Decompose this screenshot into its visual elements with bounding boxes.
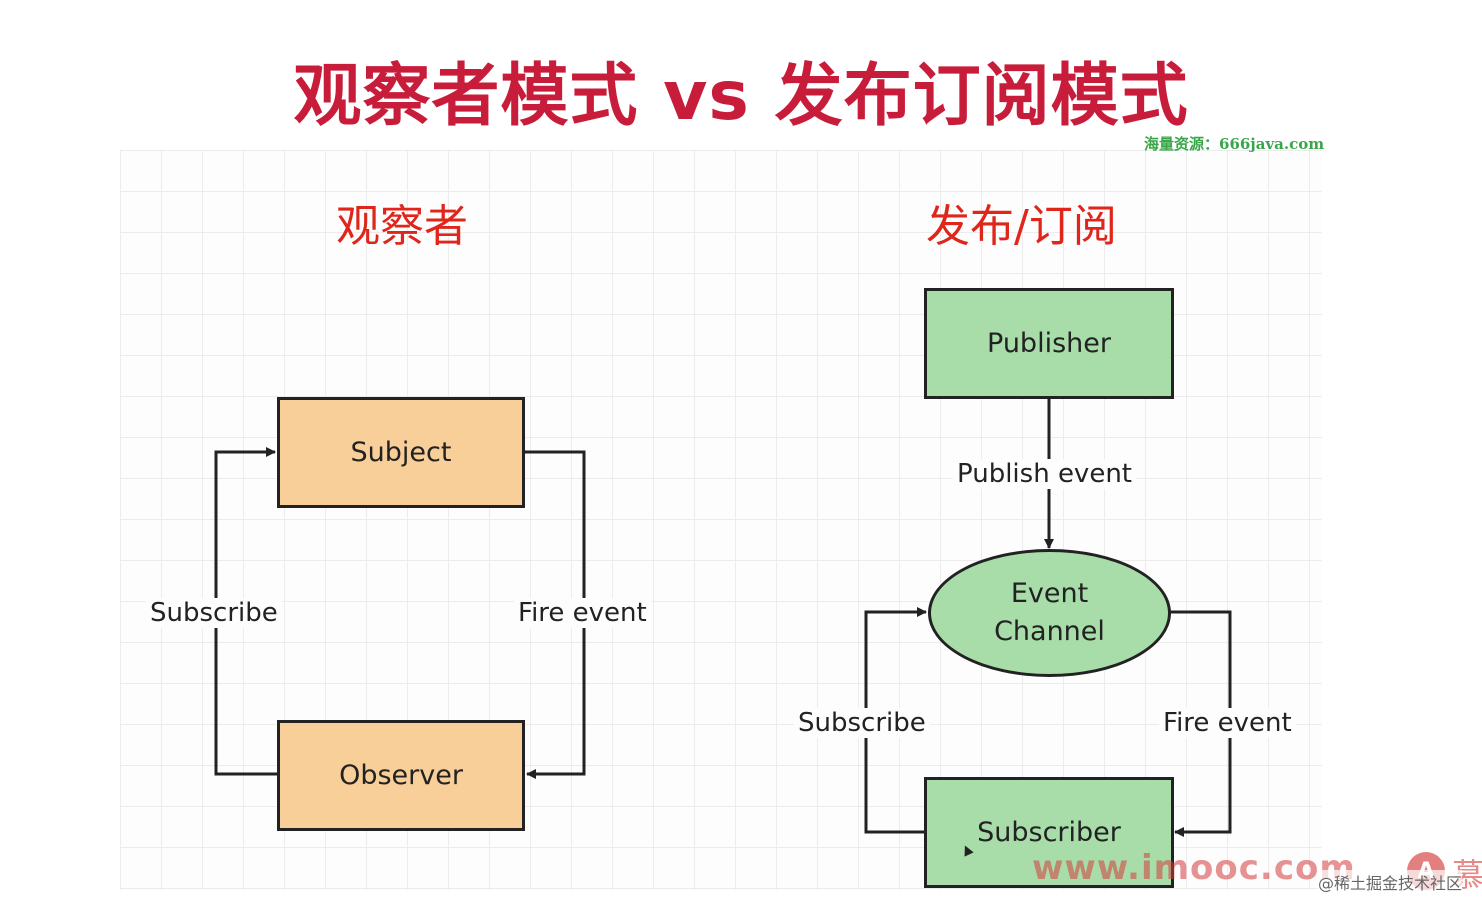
pubsub-heading: 发布/订阅 [926, 201, 1117, 252]
observer-fire-event-label: Fire event [514, 598, 651, 628]
resource-watermark: 海量资源：666java.com [1144, 135, 1325, 153]
event-channel-node: Event Channel [928, 549, 1171, 677]
channel-label-line2: Channel [994, 616, 1105, 647]
pubsub-fire-event-label: Fire event [1159, 708, 1296, 738]
observer-subscribe-label: Subscribe [146, 598, 282, 628]
juejin-credit: @稀土掘金技术社区 [1318, 870, 1463, 894]
publisher-box: Publisher [924, 288, 1174, 399]
observer-label: Observer [339, 760, 463, 791]
publish-event-label: Publish event [953, 459, 1136, 489]
observer-heading: 观察者 [336, 201, 468, 252]
subscriber-label: Subscriber [977, 817, 1121, 848]
subscriber-box: Subscriber [924, 777, 1174, 888]
observer-box: Observer [277, 720, 525, 831]
subject-label: Subject [350, 437, 452, 468]
publisher-label: Publisher [987, 328, 1111, 359]
imooc-watermark: www.imooc.com [1032, 848, 1356, 888]
pubsub-subscribe-label: Subscribe [794, 708, 930, 738]
channel-label-line1: Event [1010, 578, 1089, 609]
subject-box: Subject [277, 397, 525, 508]
page-title: 观察者模式 vs 发布订阅模式 [293, 57, 1189, 136]
